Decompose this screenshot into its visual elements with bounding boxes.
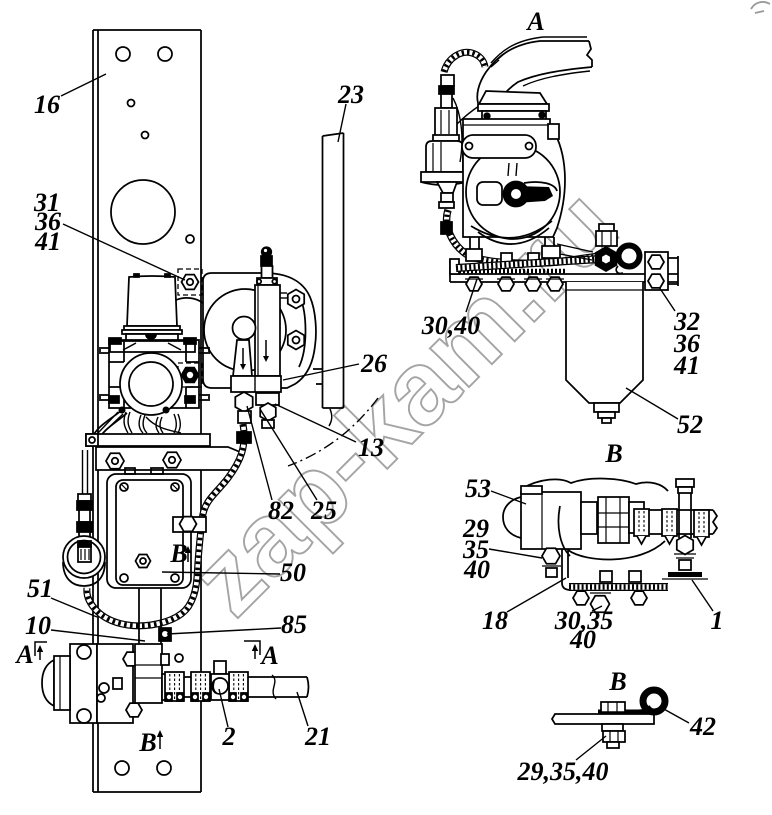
svg-text:40: 40 — [569, 625, 596, 654]
svg-text:A: A — [525, 7, 544, 36]
svg-text:B: B — [138, 728, 156, 757]
svg-text:A: A — [259, 641, 278, 670]
svg-text:40: 40 — [463, 555, 490, 584]
svg-text:18: 18 — [482, 606, 508, 635]
svg-text:41: 41 — [673, 351, 700, 380]
svg-text:52: 52 — [677, 410, 703, 439]
svg-text:1: 1 — [711, 606, 724, 635]
svg-text:2: 2 — [222, 722, 236, 751]
svg-text:25: 25 — [310, 496, 337, 525]
svg-text:85: 85 — [281, 610, 307, 639]
svg-text:42: 42 — [689, 712, 716, 741]
svg-text:29,35,40: 29,35,40 — [517, 757, 609, 786]
svg-text:50: 50 — [280, 558, 306, 587]
svg-text:23: 23 — [337, 80, 364, 109]
svg-text:82: 82 — [268, 496, 294, 525]
svg-text:B: B — [604, 439, 622, 468]
svg-text:35: 35 — [462, 535, 489, 564]
svg-text:B: B — [608, 667, 626, 696]
svg-text:51: 51 — [27, 574, 53, 603]
svg-text:30,40: 30,40 — [421, 311, 481, 340]
svg-text:16: 16 — [34, 90, 60, 119]
svg-text:10: 10 — [25, 611, 51, 640]
svg-text:B: B — [169, 539, 187, 568]
svg-text:32: 32 — [673, 307, 700, 336]
svg-text:36: 36 — [34, 207, 61, 236]
svg-text:41: 41 — [34, 227, 61, 256]
svg-text:53: 53 — [465, 474, 491, 503]
svg-text:26: 26 — [360, 349, 387, 378]
svg-text:31: 31 — [33, 188, 60, 217]
svg-text:29: 29 — [462, 514, 489, 543]
svg-text:30,35: 30,35 — [554, 606, 614, 635]
svg-text:A: A — [14, 640, 33, 669]
svg-text:36: 36 — [673, 329, 700, 358]
svg-text:13: 13 — [358, 433, 384, 462]
svg-text:21: 21 — [304, 722, 331, 751]
